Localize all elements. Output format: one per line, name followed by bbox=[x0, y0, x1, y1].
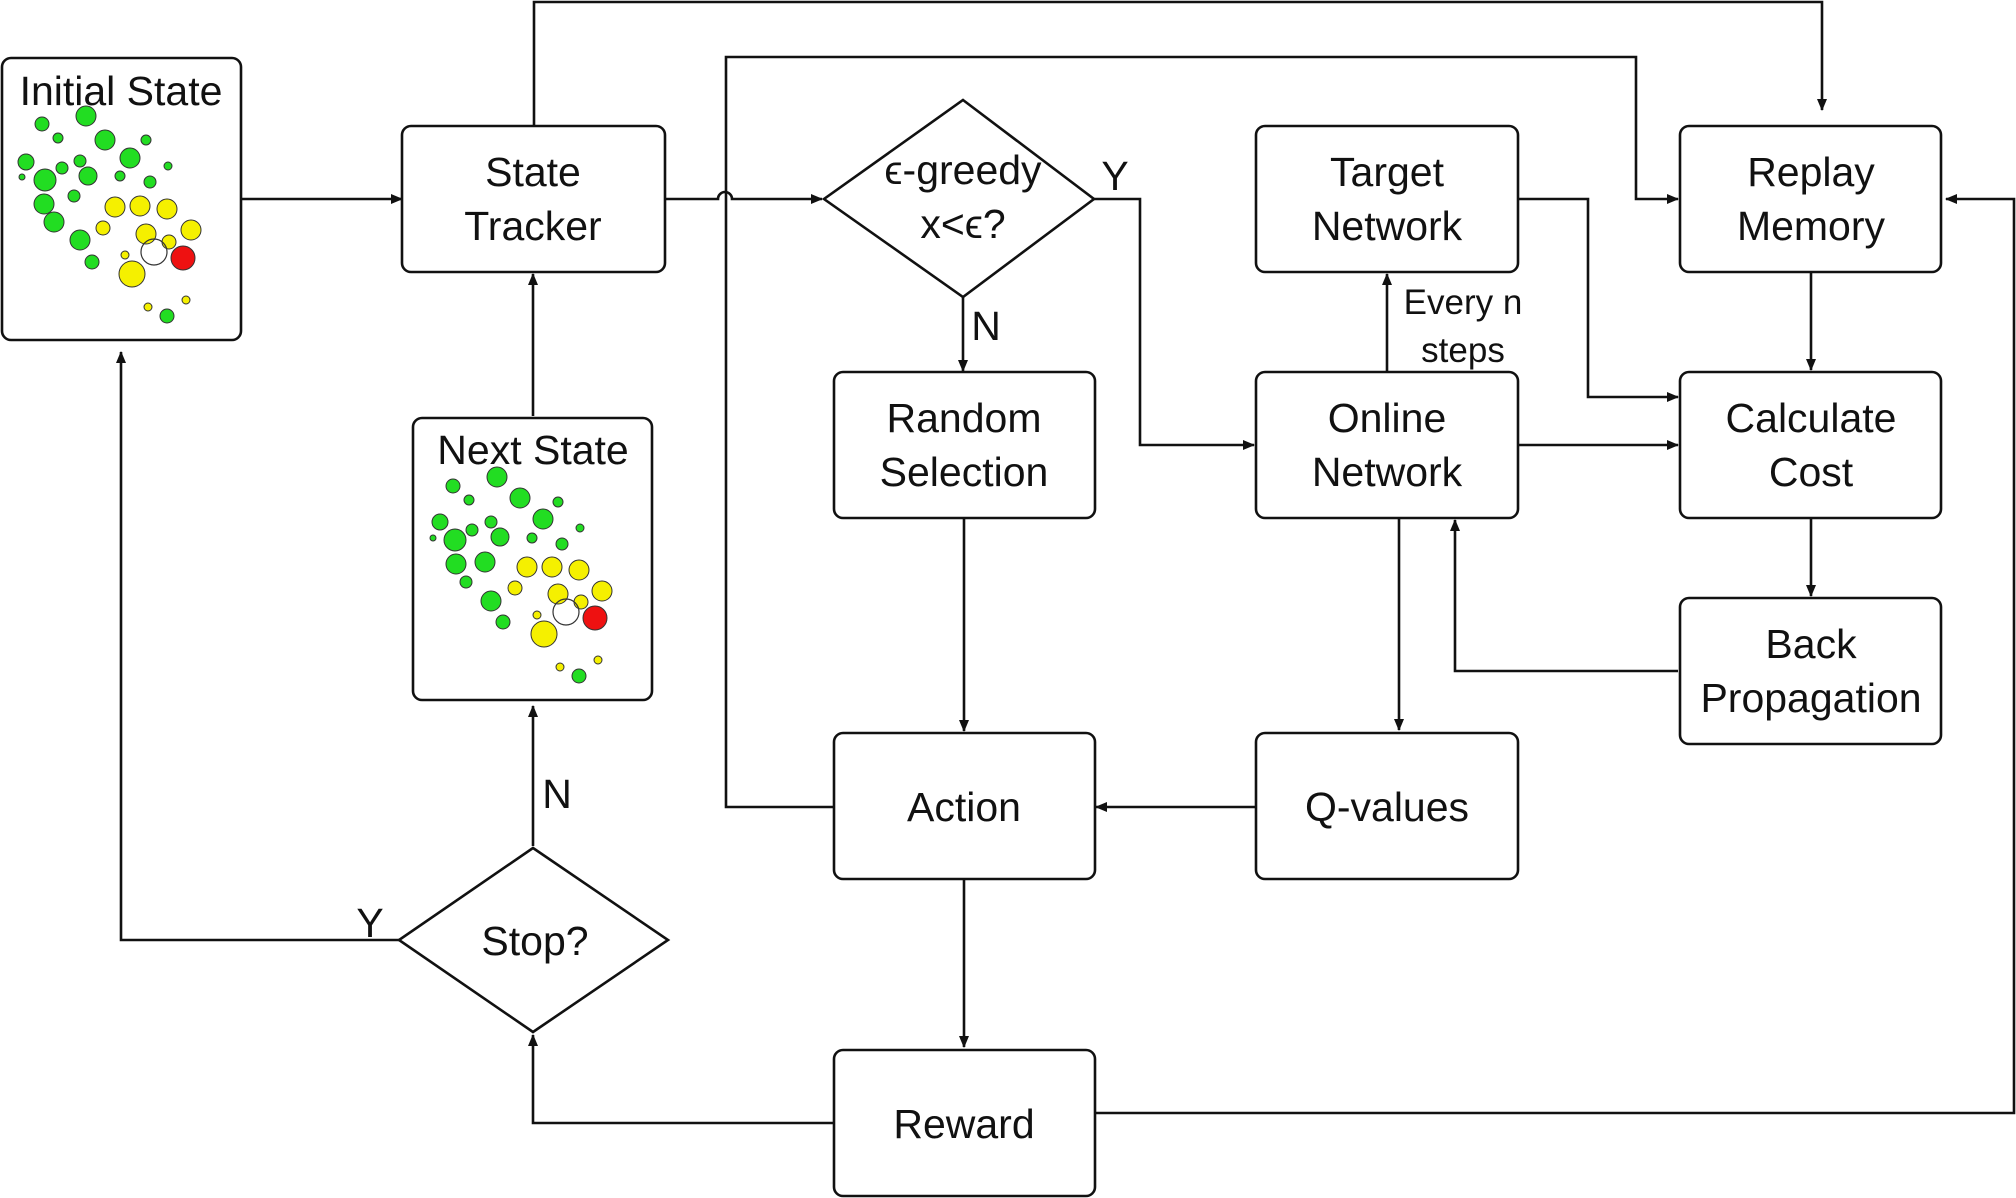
edge-target-to-cost bbox=[1517, 197, 1679, 402]
online-network-label-1: Online bbox=[1328, 395, 1447, 441]
replay-memory-box: Replay Memory bbox=[1678, 124, 1943, 274]
action-box: Action bbox=[832, 731, 1097, 881]
stop-no-label: N bbox=[542, 771, 572, 817]
reward-box: Reward bbox=[832, 1048, 1097, 1198]
initial-state-title: Initial State bbox=[20, 68, 223, 114]
edge-tracker-to-replay-top bbox=[532, 0, 1827, 126]
next-state-title: Next State bbox=[437, 427, 628, 473]
state-tracker-box: State Tracker bbox=[400, 124, 667, 274]
replay-memory-label-1: Replay bbox=[1747, 149, 1875, 195]
action-label: Action bbox=[907, 784, 1021, 830]
online-network-box: Online Network bbox=[1254, 370, 1520, 520]
back-propagation-label-2: Propagation bbox=[1700, 675, 1921, 721]
replay-memory-label-2: Memory bbox=[1737, 203, 1886, 249]
q-values-box: Q-values bbox=[1254, 731, 1520, 881]
next-state-scatter bbox=[429, 466, 613, 684]
egreedy-label-1: ϵ-greedy bbox=[884, 147, 1042, 193]
calculate-cost-label-2: Cost bbox=[1769, 449, 1854, 495]
edges bbox=[116, 0, 2016, 1125]
state-tracker-label-1: State bbox=[485, 149, 581, 195]
edge-egreedy-yes-to-online bbox=[1094, 197, 1255, 450]
random-selection-label-1: Random bbox=[887, 395, 1042, 441]
random-selection-box: Random Selection bbox=[832, 370, 1097, 520]
calculate-cost-label-1: Calculate bbox=[1726, 395, 1897, 441]
q-values-label: Q-values bbox=[1305, 784, 1469, 830]
stop-decision: Stop? bbox=[396, 846, 671, 1034]
target-network-box: Target Network bbox=[1254, 124, 1520, 274]
edge-reward-to-stop bbox=[528, 1034, 834, 1125]
every-n-steps-label-1: Every n bbox=[1404, 283, 1523, 322]
stop-yes-label: Y bbox=[356, 900, 383, 946]
initial-state-scatter bbox=[17, 105, 202, 324]
random-selection-label-2: Selection bbox=[880, 449, 1049, 495]
initial-state-panel: Initial State bbox=[0, 56, 243, 342]
edge-action-to-replay bbox=[724, 55, 1679, 809]
edge-tracker-to-egreedy bbox=[665, 190, 823, 204]
reward-label: Reward bbox=[893, 1101, 1034, 1147]
state-tracker-label-2: Tracker bbox=[464, 203, 601, 249]
next-state-panel: Next State bbox=[411, 416, 654, 702]
calculate-cost-box: Calculate Cost bbox=[1678, 370, 1943, 520]
egreedy-decision: ϵ-greedy x<ϵ? bbox=[821, 98, 1097, 299]
every-n-steps-label-2: steps bbox=[1421, 331, 1505, 370]
target-network-label-1: Target bbox=[1330, 149, 1445, 195]
edge-stop-yes-to-initial bbox=[116, 351, 399, 942]
back-propagation-box: Back Propagation bbox=[1678, 596, 1943, 746]
egreedy-yes-label: Y bbox=[1101, 153, 1128, 199]
edge-reward-to-replay bbox=[1096, 194, 2016, 1115]
stop-label: Stop? bbox=[481, 918, 588, 964]
target-network-label-2: Network bbox=[1312, 203, 1463, 249]
online-network-label-2: Network bbox=[1312, 449, 1463, 495]
edge-backprop-to-online bbox=[1450, 519, 1678, 673]
back-propagation-label-1: Back bbox=[1765, 621, 1857, 667]
egreedy-no-label: N bbox=[971, 303, 1001, 349]
egreedy-label-2: x<ϵ? bbox=[920, 201, 1005, 247]
